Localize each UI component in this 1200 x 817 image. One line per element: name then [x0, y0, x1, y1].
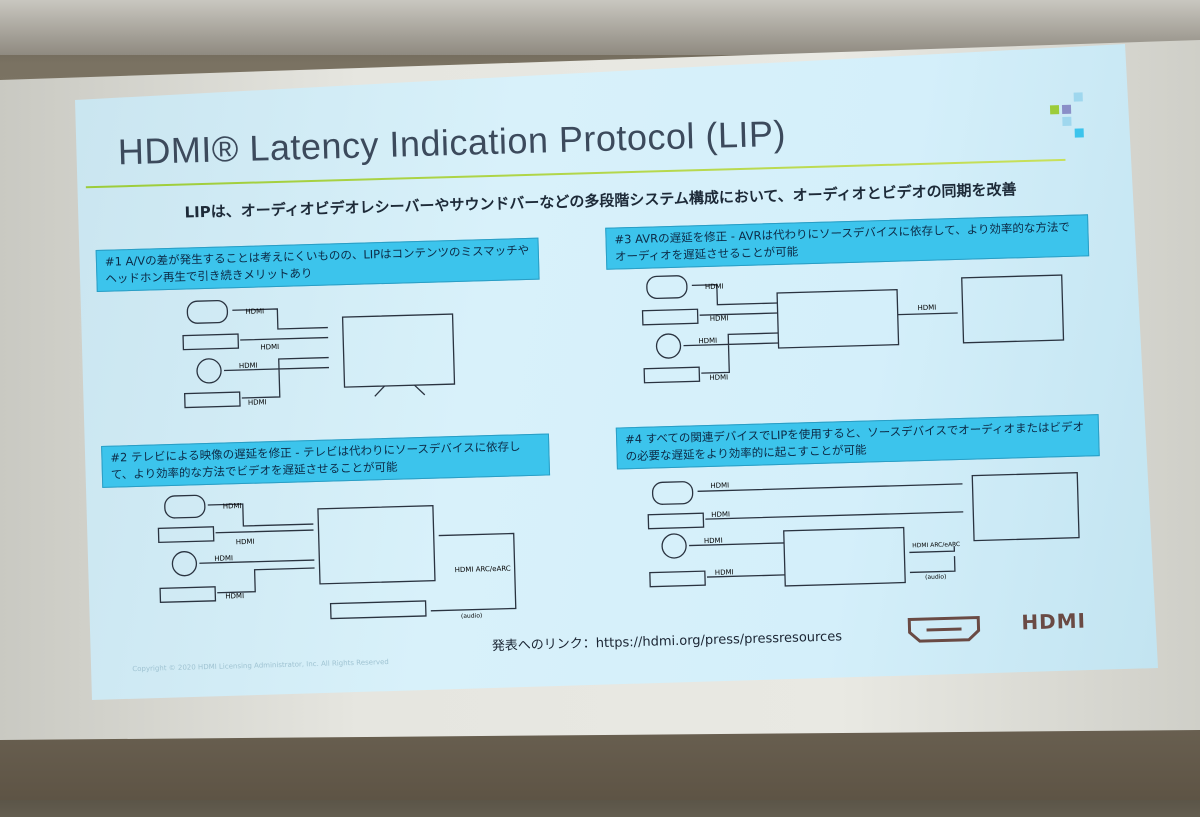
svg-text:HDMI: HDMI [704, 537, 723, 546]
svg-text:HDMI: HDMI [214, 554, 233, 563]
set-top-box-icon [182, 333, 240, 351]
decor-square [1073, 92, 1083, 102]
set-top-box-icon [641, 308, 699, 326]
panel-4-caption: #4 すべての関連デバイスでLIPを使用すると、ソースデバイスでオーディオまたは… [615, 414, 1100, 470]
receiver-icon [643, 366, 701, 384]
disc-player-icon [661, 533, 687, 559]
svg-text:HDMI: HDMI [698, 337, 717, 346]
svg-text:HDMI ARC/eARC: HDMI ARC/eARC [455, 565, 511, 575]
ceiling [0, 0, 1200, 55]
panel-1-diagram: HDMI HDMI HDMI HDMI [182, 299, 456, 409]
svg-text:HDMI: HDMI [223, 502, 242, 511]
svg-text:HDMI: HDMI [711, 510, 730, 519]
svg-text:HDMI: HDMI [710, 481, 729, 490]
set-top-box-icon [647, 512, 705, 530]
svg-text:HDMI: HDMI [709, 373, 728, 382]
svg-text:HDMI: HDMI [917, 304, 936, 313]
svg-text:HDMI: HDMI [705, 283, 724, 292]
slide-subtitle: LIPは、オーディオビデオレシーバーやサウンドバーなどの多段階システム構成におい… [184, 180, 1017, 222]
decor-square [1062, 116, 1072, 126]
receiver-icon [159, 586, 217, 604]
receiver-icon [183, 391, 241, 409]
hdmi-logo: HDMI [1021, 608, 1087, 635]
slide-title: HDMI® Latency Indication Protocol (LIP) [117, 112, 787, 173]
disc-player-icon [196, 358, 222, 384]
tv-icon [961, 274, 1065, 344]
avr-icon [783, 526, 906, 587]
svg-text:(audio): (audio) [925, 573, 946, 581]
tv-icon [971, 472, 1080, 542]
svg-text:HDMI: HDMI [248, 398, 267, 407]
svg-text:HDMI ARC/eARC: HDMI ARC/eARC [912, 541, 960, 549]
set-top-box-icon [157, 526, 215, 544]
tv-icon [341, 313, 456, 388]
game-controller-icon [186, 299, 229, 324]
panel-2-diagram: HDMI HDMI HDMI HDMI HDMI ARC/eARC (audio… [157, 494, 517, 620]
svg-text:HDMI: HDMI [715, 568, 734, 577]
hdmi-connector-icon [907, 615, 981, 643]
svg-text:HDMI: HDMI [239, 362, 258, 371]
decor-square [1049, 105, 1060, 115]
svg-text:HDMI: HDMI [245, 307, 264, 316]
svg-text:HDMI: HDMI [236, 538, 255, 547]
svg-text:HDMI: HDMI [710, 314, 729, 323]
decor-square [1074, 128, 1084, 138]
game-controller-icon [646, 275, 688, 300]
press-link[interactable]: 発表へのリンク：https://hdmi.org/press/pressreso… [491, 629, 843, 655]
copyright: Copyright © 2020 HDMI Licensing Administ… [132, 658, 389, 674]
receiver-icon [649, 570, 706, 588]
game-controller-icon [651, 481, 694, 505]
panel-3-diagram: HDMI HDMI HDMI HDMI HDMI [641, 274, 1065, 384]
soundbar-icon [329, 600, 427, 620]
slide: HDMI® Latency Indication Protocol (LIP) … [75, 44, 1158, 700]
disc-player-icon [655, 333, 682, 359]
svg-text:(audio): (audio) [461, 612, 482, 620]
avr-icon [776, 288, 900, 349]
svg-text:HDMI: HDMI [225, 592, 244, 601]
decor-square [1061, 104, 1072, 114]
tv-icon [317, 505, 436, 585]
game-controller-icon [164, 494, 206, 519]
panel-4-diagram: HDMI HDMI HDMI HDMI HDMI ARC/eARC (audio… [647, 472, 1080, 588]
disc-player-icon [171, 551, 198, 577]
svg-text:HDMI: HDMI [260, 343, 279, 352]
